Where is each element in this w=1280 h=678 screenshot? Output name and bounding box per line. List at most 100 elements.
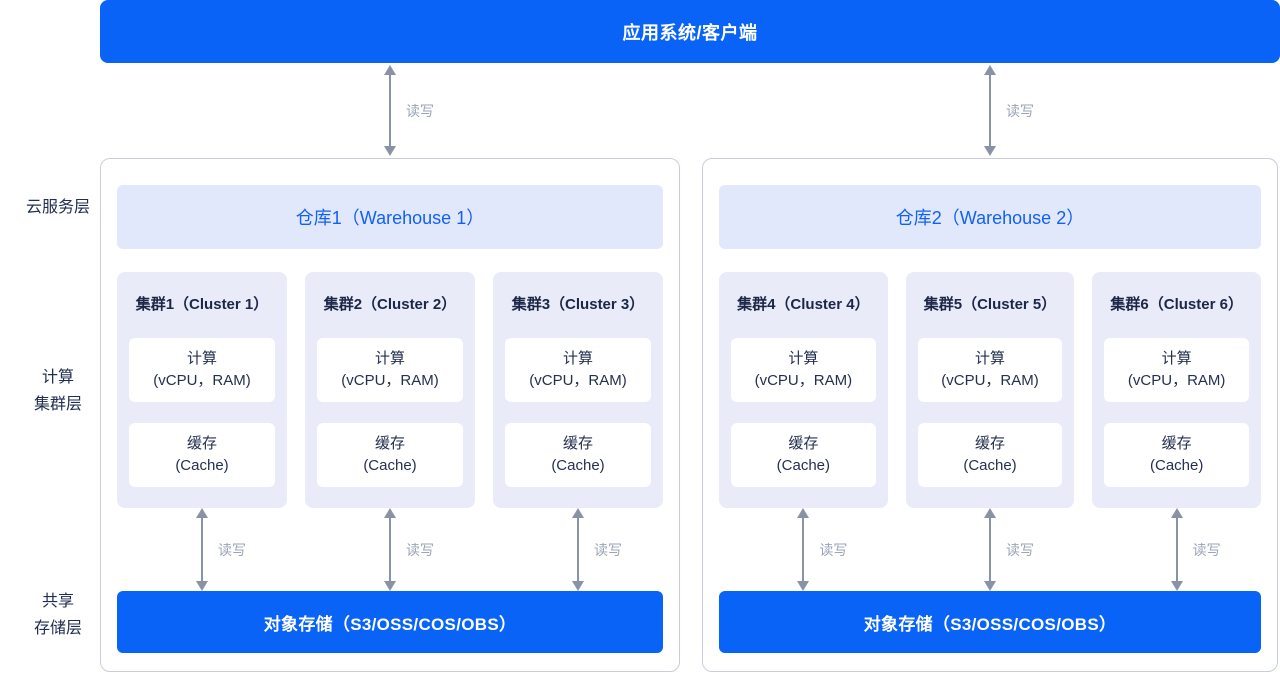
compute-label-cn: 计算 <box>186 350 217 367</box>
cluster-title: 集群3（Cluster 3） <box>511 296 645 313</box>
arrow-shaft <box>1175 516 1178 583</box>
warehouse-2-cluster-row: 集群4（Cluster 4） 计算 (vCPU，RAM) 缓存 (Cache) … <box>719 272 1262 508</box>
cache-label-cn: 缓存 <box>562 435 593 452</box>
layer-label-text: 共享 <box>41 593 74 610</box>
cluster-card-1: 集群1（Cluster 1） 计算 (vCPU，RAM) 缓存 (Cache) <box>117 272 287 508</box>
warehouse-title-label: 仓库2（Warehouse 2） <box>895 208 1085 228</box>
cache-label-cn: 缓存 <box>374 435 405 452</box>
compute-label-en: (vCPU，RAM) <box>529 372 627 389</box>
arrow-cell: 读写 <box>906 508 1075 591</box>
arrow-cell: 读写 <box>1092 508 1261 591</box>
read-write-arrow-cluster-5: 读写 <box>984 508 1034 591</box>
arrow-shaft <box>989 516 991 583</box>
read-write-label: 读写 <box>1006 102 1034 119</box>
read-write-label: 读写 <box>1192 541 1221 558</box>
arrow-cell: 读写 <box>305 508 475 591</box>
read-write-label: 读写 <box>1006 541 1034 558</box>
cache-label-en: (Cache) <box>776 457 831 474</box>
compute-label-en: (vCPU，RAM) <box>341 372 439 389</box>
arrow-shaft <box>389 73 391 148</box>
compute-label-cn: 计算 <box>975 350 1006 367</box>
cache-label-en: (Cache) <box>551 457 605 474</box>
cache-label-cn: 缓存 <box>975 435 1006 452</box>
compute-box: 计算 (vCPU，RAM) <box>505 338 651 402</box>
cache-label-en: (Cache) <box>175 457 229 474</box>
warehouse-1-cluster-row: 集群1（Cluster 1） 计算 (vCPU，RAM) 缓存 (Cache) … <box>117 272 663 508</box>
arrow-shaft <box>201 516 203 583</box>
app-client-bar-label: 应用系统/客户端 <box>622 22 758 43</box>
warehouse-2-title: 仓库2（Warehouse 2） <box>719 185 1261 249</box>
arrow-shaft <box>802 516 805 583</box>
cluster-title: 集群6（Cluster 6） <box>1110 296 1243 313</box>
compute-label-cn: 计算 <box>374 350 405 367</box>
compute-box: 计算 (vCPU，RAM) <box>1104 338 1250 402</box>
cache-box: 缓存 (Cache) <box>1104 423 1250 487</box>
layer-label-compute-cluster: 计算 集群层 <box>8 364 108 418</box>
read-write-arrow-cluster-1: 读写 <box>196 508 246 591</box>
cache-label-cn: 缓存 <box>186 435 217 452</box>
cluster-card-5: 集群5（Cluster 5） 计算 (vCPU，RAM) 缓存 (Cache) <box>905 272 1075 508</box>
object-storage-label: 对象存储（S3/OSS/COS/OBS） <box>863 614 1117 634</box>
cache-box: 缓存 (Cache) <box>505 423 651 487</box>
compute-box: 计算 (vCPU，RAM) <box>731 338 876 402</box>
cache-box: 缓存 (Cache) <box>917 423 1063 487</box>
read-write-arrow-cluster-6: 读写 <box>1170 508 1221 591</box>
layer-label-text: 集群层 <box>33 396 82 413</box>
cache-box: 缓存 (Cache) <box>129 423 275 487</box>
compute-label-cn: 计算 <box>1161 350 1192 367</box>
cache-label-en: (Cache) <box>1150 457 1204 474</box>
cluster-title: 集群2（Cluster 2） <box>323 296 457 313</box>
layer-label-text: 存储层 <box>33 620 82 637</box>
read-write-label: 读写 <box>594 541 622 558</box>
layer-label-shared-storage: 共享 存储层 <box>8 588 108 642</box>
compute-box: 计算 (vCPU，RAM) <box>917 338 1063 402</box>
warehouse-title-label: 仓库1（Warehouse 1） <box>295 208 485 228</box>
read-write-arrow-cluster-4: 读写 <box>797 508 847 591</box>
arrow-shaft <box>577 516 579 583</box>
warehouse-1-box: 仓库1（Warehouse 1） 集群1（Cluster 1） 计算 (vCPU… <box>100 158 680 672</box>
cluster-title: 集群5（Cluster 5） <box>923 296 1057 313</box>
cache-box: 缓存 (Cache) <box>731 423 876 487</box>
compute-box: 计算 (vCPU，RAM) <box>317 338 463 402</box>
read-write-label: 读写 <box>218 541 246 558</box>
compute-label-en: (vCPU，RAM) <box>153 372 251 389</box>
layer-label-text: 计算 <box>41 369 74 386</box>
arrow-shaft <box>389 516 391 583</box>
cache-label-cn: 缓存 <box>788 435 819 452</box>
arrow-cell: 读写 <box>117 508 287 591</box>
object-storage-label: 对象存储（S3/OSS/COS/OBS） <box>263 614 517 634</box>
object-storage-bar-1: 对象存储（S3/OSS/COS/OBS） <box>117 591 663 653</box>
warehouse-1-title: 仓库1（Warehouse 1） <box>117 185 663 249</box>
compute-label-cn: 计算 <box>562 350 593 367</box>
read-write-label: 读写 <box>406 102 434 119</box>
app-client-bar: 应用系统/客户端 <box>100 0 1280 63</box>
read-write-label: 读写 <box>819 541 848 558</box>
compute-label-en: (vCPU，RAM) <box>754 372 853 389</box>
read-write-arrow-cluster-3: 读写 <box>572 508 622 591</box>
cache-label-en: (Cache) <box>963 457 1017 474</box>
compute-box: 计算 (vCPU，RAM) <box>129 338 275 402</box>
cache-label-cn: 缓存 <box>1161 435 1192 452</box>
cluster-title: 集群4（Cluster 4） <box>737 296 870 313</box>
arrow-cell: 读写 <box>493 508 663 591</box>
layer-label-cloud-service: 云服务层 <box>8 194 108 221</box>
compute-label-en: (vCPU，RAM) <box>1127 372 1226 389</box>
cluster-card-6: 集群6（Cluster 6） 计算 (vCPU，RAM) 缓存 (Cache) <box>1092 272 1262 508</box>
warehouse-1-arrow-row: 读写 读写 读写 <box>117 508 663 591</box>
warehouse-2-arrow-row: 读写 读写 读写 <box>719 508 1261 591</box>
cache-label-en: (Cache) <box>363 457 417 474</box>
read-write-label: 读写 <box>406 541 434 558</box>
warehouse-2-box: 仓库2（Warehouse 2） 集群4（Cluster 4） 计算 (vCPU… <box>702 158 1278 672</box>
cluster-card-4: 集群4（Cluster 4） 计算 (vCPU，RAM) 缓存 (Cache) <box>719 272 888 508</box>
compute-label-en: (vCPU，RAM) <box>941 372 1039 389</box>
read-write-arrow-top-1: 读写 <box>384 65 434 156</box>
cluster-card-3: 集群3（Cluster 3） 计算 (vCPU，RAM) 缓存 (Cache) <box>493 272 663 508</box>
arrow-cell: 读写 <box>719 508 888 591</box>
read-write-arrow-cluster-2: 读写 <box>384 508 434 591</box>
cache-box: 缓存 (Cache) <box>317 423 463 487</box>
read-write-arrow-top-2: 读写 <box>984 65 1034 156</box>
layer-label-text: 云服务层 <box>25 199 90 216</box>
cluster-card-2: 集群2（Cluster 2） 计算 (vCPU，RAM) 缓存 (Cache) <box>305 272 475 508</box>
compute-label-cn: 计算 <box>788 350 819 367</box>
cluster-title: 集群1（Cluster 1） <box>135 296 269 313</box>
